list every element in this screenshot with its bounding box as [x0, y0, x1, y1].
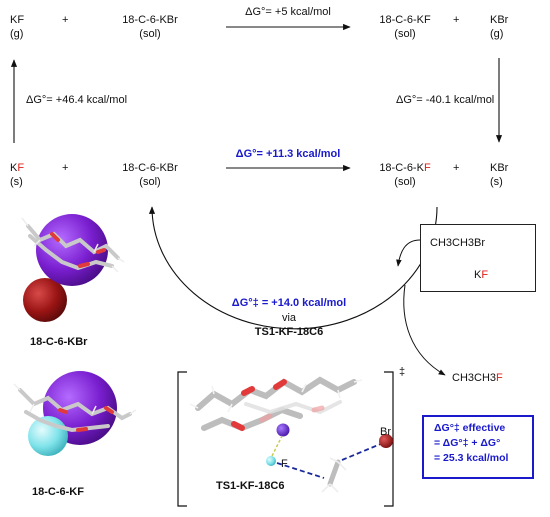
- kf-solid-phase: (s): [10, 176, 23, 188]
- effective-line-1: ΔG°‡ effective: [434, 422, 506, 434]
- reagent-kf: KF: [474, 269, 488, 282]
- bromine-atom-label: Br: [380, 426, 391, 438]
- product-formula: CH3CH3F: [452, 372, 503, 385]
- cycle-arc: [148, 206, 438, 330]
- kf-solid-formula: KF: [10, 162, 24, 175]
- effective-barrier-box: ΔG°‡ effective = ΔG°‡ + ΔG° = 25.3 kcal/…: [422, 415, 534, 479]
- ts-potassium-atom: [276, 423, 290, 437]
- plus-sign: +: [62, 14, 69, 26]
- ts-left-bracket: [177, 371, 187, 507]
- reagent-box: [420, 224, 536, 292]
- fluorine-symbol: F: [17, 162, 25, 174]
- ts-molecule: [189, 376, 393, 493]
- ts-ethyl-fragment: [327, 459, 341, 487]
- fluorine-symbol: F: [423, 162, 431, 174]
- crown-kbr-bottom: 18-C-6-KBr: [122, 162, 178, 174]
- kf-gas-formula: KF: [10, 14, 25, 26]
- crown-kbr-top-phase: (sol): [139, 28, 161, 40]
- effective-line-3: = 25.3 kcal/mol: [434, 452, 509, 464]
- plus-sign: +: [62, 162, 69, 174]
- fluorine-atom-label: F: [281, 458, 288, 470]
- ts-name-label: TS1-KF-18C6: [254, 326, 324, 338]
- via-label: via: [281, 312, 297, 324]
- kbr-gas-phase: (g): [490, 28, 504, 40]
- ts-structure-label: TS1-KF-18C6: [216, 480, 285, 492]
- effective-line-2: = ΔG°‡ + ΔG°: [434, 437, 501, 449]
- top-arrow-label: ΔG°= +5 kcal/mol: [245, 6, 331, 18]
- crown-kf-bottom: 18-C-6-KF: [365, 162, 445, 175]
- potassium-symbol: K: [474, 269, 482, 281]
- right-step-label: ΔG°= -40.1 kcal/mol: [396, 94, 495, 106]
- crown-kf-top-phase: (sol): [394, 28, 416, 40]
- barrier-label: ΔG°‡ = +14.0 kcal/mol: [231, 297, 347, 309]
- crown-kf-top: 18-C-6-KF: [379, 14, 431, 26]
- fluorine-symbol: F: [496, 372, 503, 384]
- crown-kf-bottom-phase: (sol): [394, 176, 416, 188]
- crown-kf-structure-label: 18-C-6-KF: [32, 486, 84, 498]
- crown-kbr-molecule: [21, 214, 125, 322]
- ts-bromine-atom: [379, 434, 393, 448]
- plus-sign: +: [453, 14, 460, 26]
- reagent-arrow: [396, 239, 421, 267]
- substrate-formula: CH3CH3Br: [430, 237, 486, 249]
- kbr-gas-formula: KBr: [490, 14, 509, 26]
- left-step-label: ΔG°= +46.4 kcal/mol: [26, 94, 128, 106]
- kbr-solid-phase: (s): [490, 176, 503, 188]
- ts-right-bracket: [384, 371, 394, 507]
- plus-sign: +: [453, 162, 460, 174]
- product-prefix: CH3CH3: [452, 372, 497, 384]
- bottom-arrow-label: ΔG°= +11.3 kcal/mol: [235, 148, 341, 160]
- crown-k-prefix: 18-C-6-K: [379, 162, 424, 174]
- ts-fluorine-atom: [266, 456, 276, 466]
- potassium-symbol: K: [10, 162, 18, 174]
- fluorine-symbol: F: [481, 269, 489, 281]
- crown-kbr-top: 18-C-6-KBr: [122, 14, 178, 26]
- kf-gas-phase: (g): [10, 28, 24, 40]
- double-dagger: ‡: [399, 366, 406, 378]
- kbr-solid-formula: KBr: [490, 162, 509, 174]
- crown-kbr-bottom-phase: (sol): [139, 176, 161, 188]
- crown-kf-molecule: [13, 371, 137, 456]
- product-arrow: [403, 284, 446, 376]
- crown-kbr-structure-label: 18-C-6-KBr: [30, 336, 88, 348]
